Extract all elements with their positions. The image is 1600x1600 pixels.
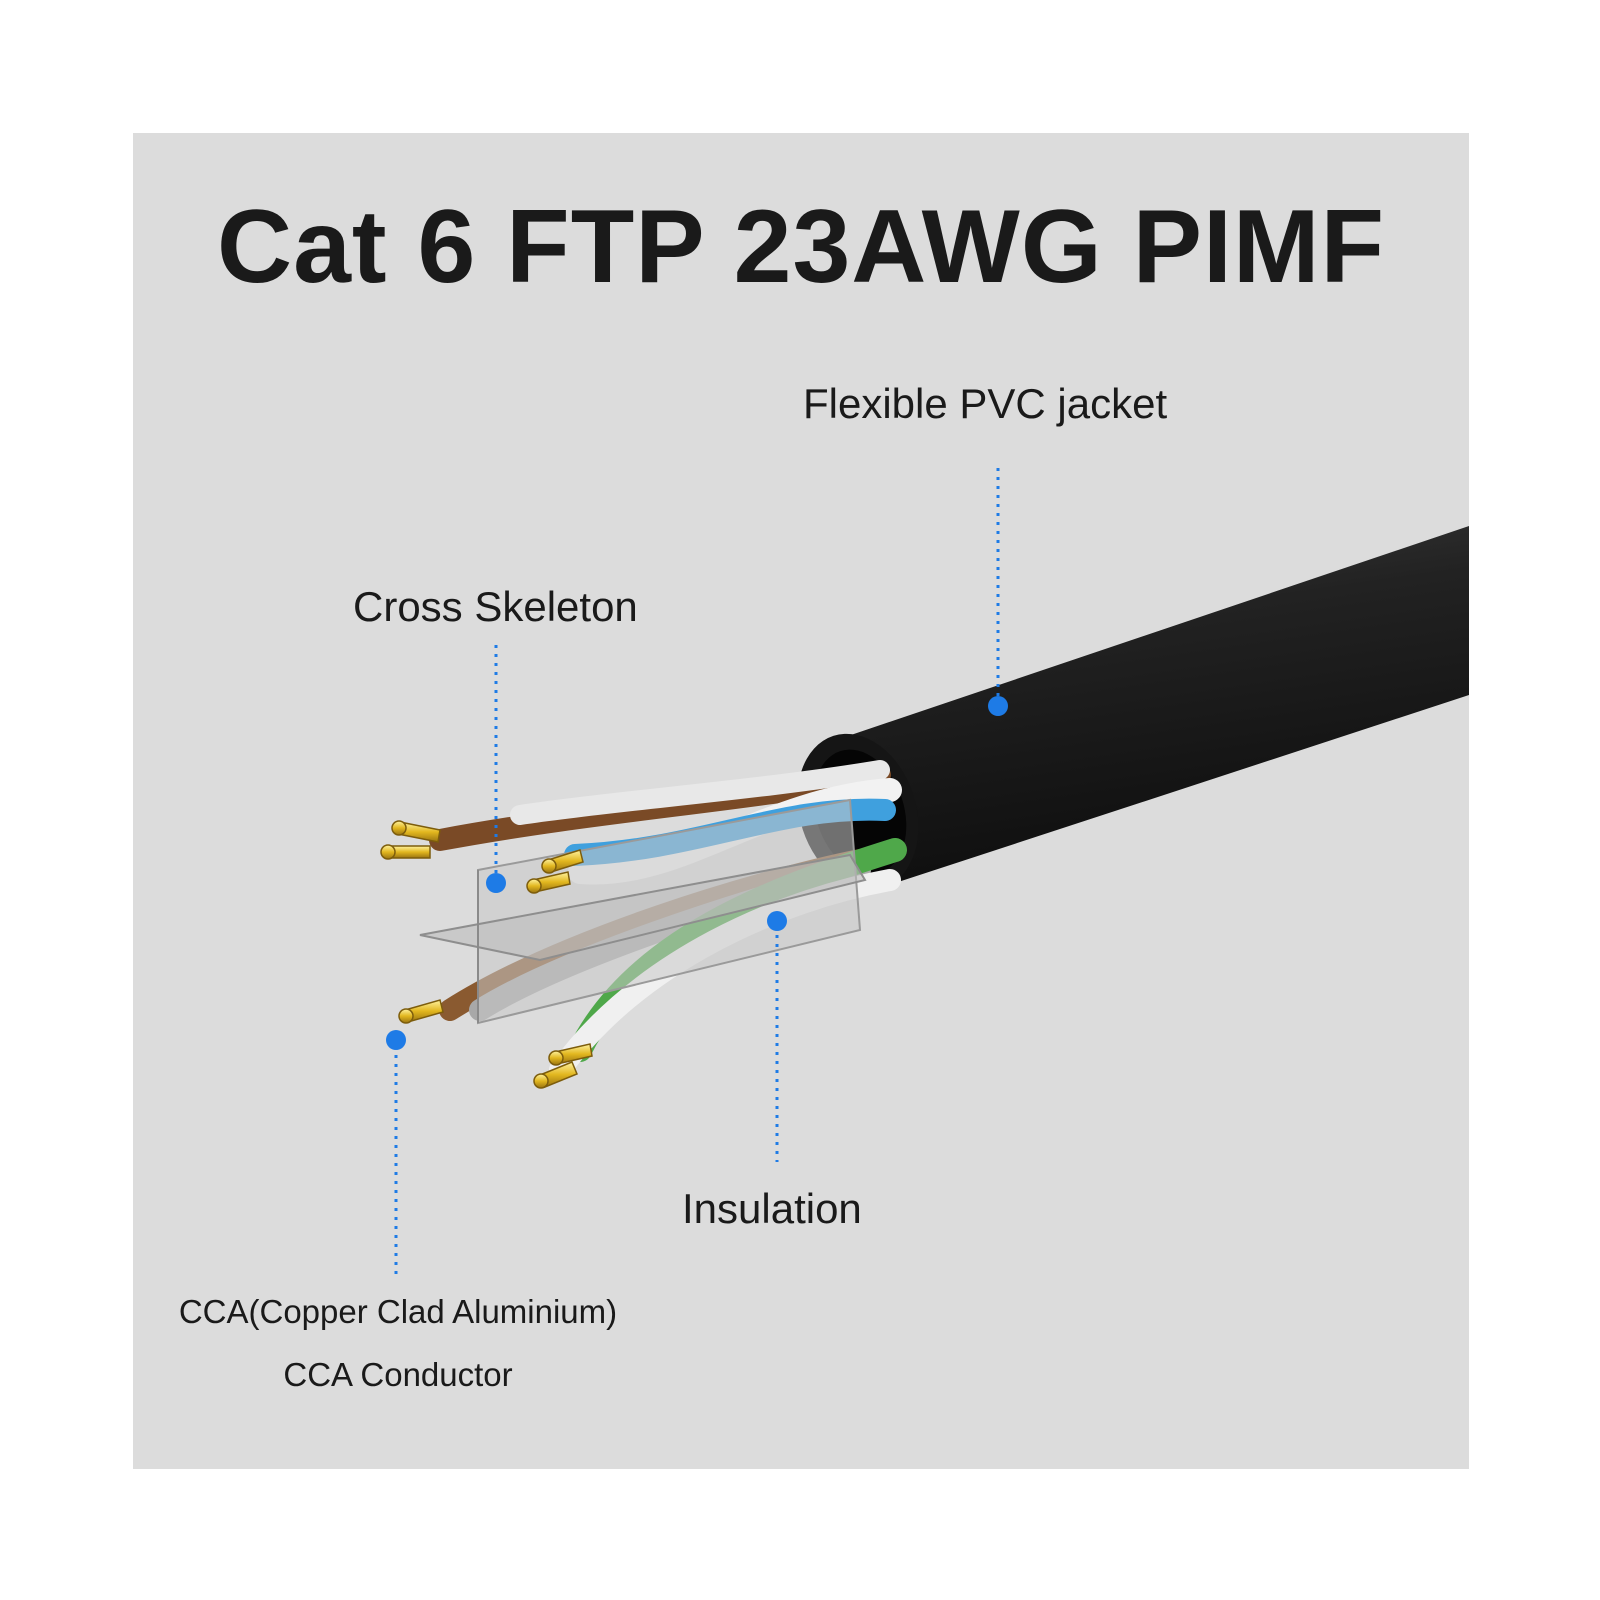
label-insulation: Insulation (682, 1185, 862, 1232)
skeleton-callout-dot (486, 873, 506, 893)
label-cross-skeleton: Cross Skeleton (353, 583, 638, 630)
insulation-callout-dot (767, 911, 787, 931)
cca-conductors (380, 820, 593, 1089)
label-pvc-jacket: Flexible PVC jacket (803, 380, 1168, 427)
conductor-callout-dot (386, 1030, 406, 1050)
jacket-callout-dot (988, 696, 1008, 716)
label-cca-conductor: CCA Conductor (283, 1356, 513, 1393)
diagram-title: Cat 6 FTP 23AWG PIMF (216, 189, 1386, 305)
callouts (386, 468, 1008, 1280)
white-brown-wire-upper (510, 760, 890, 825)
label-cca: CCA(Copper Clad Aluminium) (178, 1293, 618, 1330)
